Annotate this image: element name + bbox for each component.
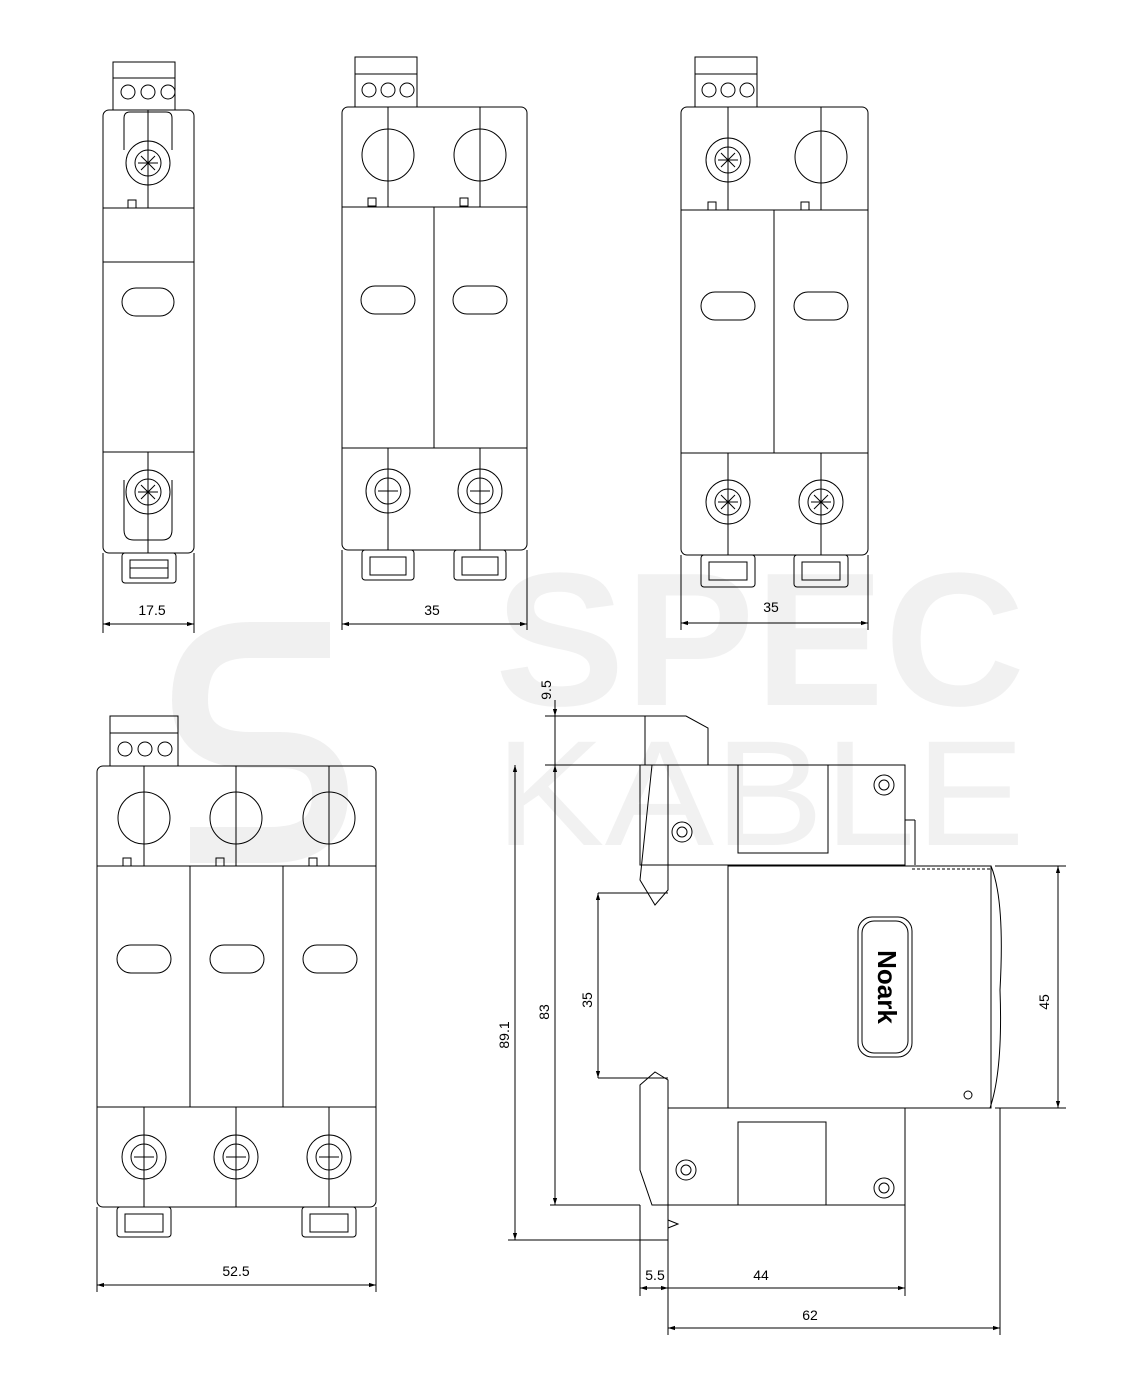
dim-width-two-pole-b: 35 bbox=[763, 599, 779, 615]
dim-width-one-pole: 17.5 bbox=[138, 602, 165, 618]
dim-rail-width: 35 bbox=[579, 992, 595, 1008]
view-two-pole-b: 35 bbox=[680, 56, 869, 630]
dim-width-three-pole: 52.5 bbox=[222, 1263, 249, 1279]
view-three-pole: 52.5 bbox=[96, 715, 377, 1292]
dim-width-two-pole-a: 35 bbox=[424, 602, 440, 618]
watermark-logo-icon bbox=[171, 622, 349, 863]
brand-label: Noark bbox=[872, 950, 902, 1024]
watermark: SPEC KABLE bbox=[171, 534, 1025, 877]
view-two-pole-a: 35 bbox=[341, 56, 528, 630]
dim-front-height: 45 bbox=[1036, 994, 1052, 1010]
dim-base-offset: 5.5 bbox=[645, 1267, 665, 1283]
watermark-text-line1: SPEC bbox=[495, 534, 1025, 746]
dim-body-depth: 44 bbox=[753, 1267, 769, 1283]
dim-total-height: 89.1 bbox=[496, 1021, 512, 1048]
view-one-pole: 17.5 bbox=[102, 61, 195, 633]
view-side: Noark 9.5 83 89.1 35 45 bbox=[496, 680, 1066, 1335]
watermark-text-line2: KABLE bbox=[495, 709, 1025, 877]
dim-clip-height: 9.5 bbox=[538, 680, 554, 700]
dim-body-height: 83 bbox=[536, 1004, 552, 1020]
dim-total-depth: 62 bbox=[802, 1307, 818, 1323]
